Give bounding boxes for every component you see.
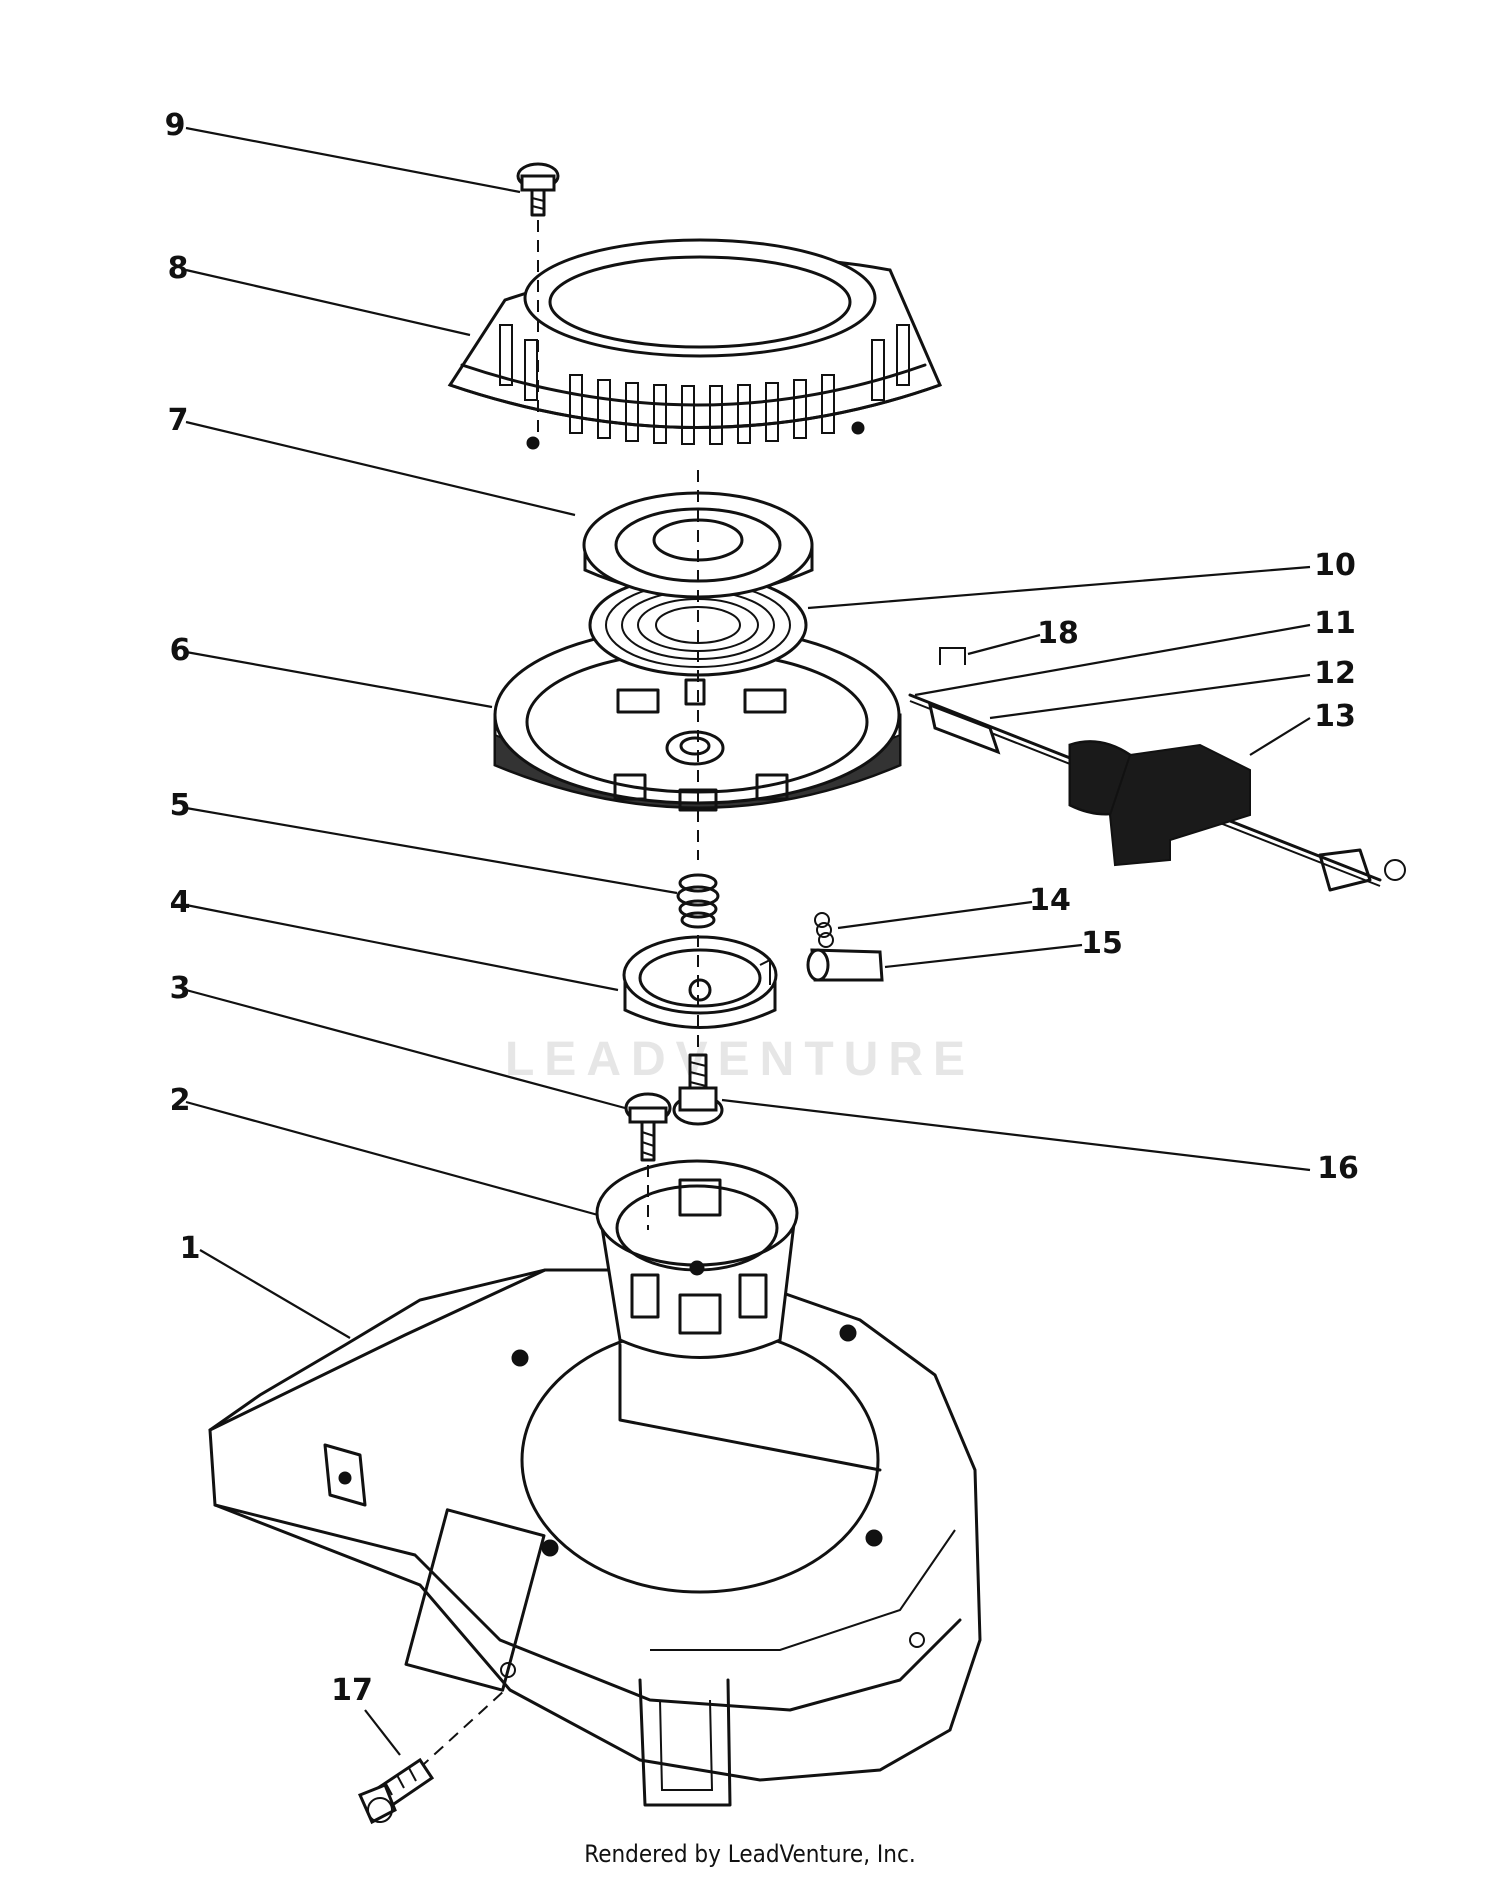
- callout-16: 16: [1317, 1151, 1359, 1186]
- callout-18: 18: [1037, 616, 1079, 651]
- callout-3: 3: [170, 971, 191, 1006]
- callout-12: 12: [1314, 656, 1356, 691]
- part-8-starter-housing[interactable]: [447, 238, 943, 450]
- vent-slots: [499, 324, 910, 445]
- part-13-handle[interactable]: [1068, 740, 1406, 892]
- part-18-clip[interactable]: [939, 647, 966, 665]
- watermark: LEADVENTURE: [505, 1033, 975, 1086]
- part-3-screw[interactable]: [624, 1092, 672, 1162]
- callout-8: 8: [168, 251, 189, 286]
- callout-2: 2: [170, 1083, 191, 1118]
- footer-credit: Rendered by LeadVenture, Inc.: [584, 1840, 916, 1868]
- callout-7: 7: [168, 403, 189, 438]
- callout-4: 4: [170, 885, 191, 920]
- part-12-rope-insert[interactable]: [927, 702, 1001, 755]
- leader-lines: [185, 126, 1311, 1756]
- part-1-blower-housing[interactable]: [208, 1268, 982, 1807]
- part-17-bolt[interactable]: [357, 1757, 435, 1825]
- part-15-pawl[interactable]: [806, 948, 884, 982]
- callout-10: 10: [1314, 548, 1356, 583]
- part-4-retainer[interactable]: [622, 935, 778, 1029]
- callout-9: 9: [165, 108, 186, 143]
- part-2-starter-cup[interactable]: [595, 1159, 799, 1359]
- callout-17: 17: [331, 1673, 373, 1708]
- part-9-screw[interactable]: [516, 162, 560, 217]
- callout-15: 15: [1081, 926, 1123, 961]
- callout-6: 6: [170, 633, 191, 668]
- callout-labels: 1 2 3 4 5 6 7 8 9 10 11 12 13 14 15 16 1…: [165, 108, 1359, 1708]
- part-16-shoulder-bolt[interactable]: [672, 1053, 724, 1126]
- callout-5: 5: [170, 788, 191, 823]
- callout-14: 14: [1029, 883, 1071, 918]
- part-5-spring[interactable]: [676, 873, 720, 929]
- callout-13: 13: [1314, 699, 1356, 734]
- part-14-pawl-spring[interactable]: [814, 912, 834, 948]
- callout-11: 11: [1314, 606, 1356, 641]
- callout-1: 1: [180, 1231, 201, 1266]
- part-7-spring-cover[interactable]: [582, 491, 814, 599]
